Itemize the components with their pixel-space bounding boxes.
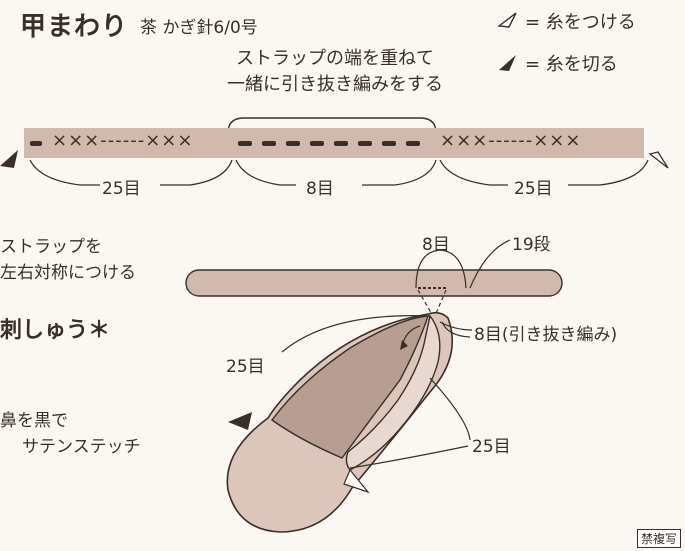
center-slip-stitches — [238, 141, 420, 146]
stitch-count-right: 25目 — [514, 179, 553, 199]
legend-attach: = 糸をつける — [525, 12, 636, 33]
strap-shape — [185, 269, 563, 297]
slip-stitch-mark — [30, 141, 42, 146]
overlap-note-line2: 一緒に引き抜き編みをする — [227, 74, 443, 95]
slipper-illustration — [226, 311, 454, 533]
stitch-count-left: 25目 — [102, 179, 141, 199]
pattern-subtitle: 茶 かぎ針6/0号 — [140, 18, 258, 38]
pattern-title: 甲まわり — [20, 12, 129, 42]
shoe-label-left: 25目 — [226, 357, 265, 377]
legend-cut: = 糸を切る — [525, 54, 618, 75]
copyright-badge: 禁複写 — [636, 529, 681, 548]
nose-note-line2: サテンステッチ — [22, 437, 141, 457]
cut-thread-marker-left — [0, 150, 18, 168]
cut-thread-icon — [499, 55, 516, 71]
stitch-group-left: ×××------××× — [52, 130, 194, 151]
stitch-group-right: ×××------××× — [440, 130, 582, 151]
overlap-note: ストラップの端を重ねて 一緒に引き抜き編みをする — [200, 46, 470, 98]
strap-stitches-label: 8目 — [422, 235, 450, 255]
overlap-note-line1: ストラップの端を重ねて — [236, 48, 434, 69]
cut-thread-marker-shoe — [228, 412, 252, 430]
attach-thread-marker-right — [648, 151, 669, 169]
attach-thread-marker-shoe — [343, 468, 370, 494]
nose-note-line1: 鼻を黒で — [0, 411, 68, 431]
embroidery-heading: 刺しゅう＊ — [0, 318, 111, 343]
shoe-label-top: 8目(引き抜き編み) — [474, 325, 618, 345]
strap-rows-label: 19段 — [512, 235, 551, 255]
overlap-bracket — [227, 117, 437, 134]
stitch-count-center: 8目 — [306, 179, 334, 199]
strap-note-line1: ストラップを — [0, 237, 102, 257]
shoe-label-right: 25目 — [472, 437, 511, 457]
strap-note-line2: 左右対称につける — [0, 263, 136, 283]
attach-thread-icon — [497, 12, 517, 28]
